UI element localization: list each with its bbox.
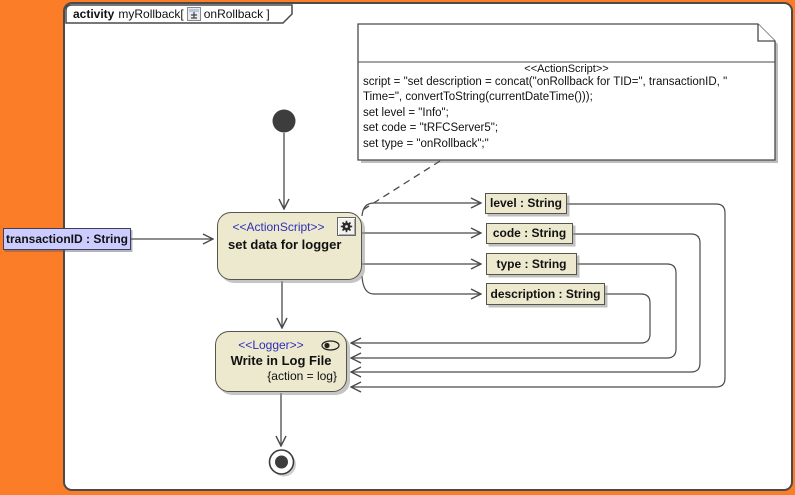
edge-action-to-description[interactable] bbox=[361, 275, 481, 294]
pin-label: description : String bbox=[490, 287, 601, 301]
logger-node-constraint: {action = log} bbox=[267, 369, 337, 383]
action-node-write-in-log-file[interactable]: <<Logger>> Write in Log File {action = l… bbox=[215, 331, 347, 392]
output-pin-description[interactable]: description : String bbox=[486, 283, 605, 305]
edge-action-to-level[interactable] bbox=[361, 203, 481, 217]
note-body: <<ActionScript>> script = "set descripti… bbox=[359, 63, 774, 152]
note-script-line: set type = "onRollback";" bbox=[363, 137, 489, 150]
note-script-line: script = "set description = concat("onRo… bbox=[363, 76, 728, 88]
edge-type-to-logger[interactable] bbox=[351, 263, 677, 358]
logger-node-name: Write in Log File bbox=[230, 353, 332, 368]
frame-diagram-name: onRollback ] bbox=[203, 6, 270, 21]
edge-level-to-logger[interactable] bbox=[351, 203, 726, 387]
action-node-stereotype: <<ActionScript>> bbox=[232, 220, 325, 234]
input-pin-label: transactionID : String bbox=[5, 232, 128, 246]
edge-code-to-logger[interactable] bbox=[351, 233, 701, 372]
edge-description-to-logger[interactable] bbox=[351, 293, 651, 343]
output-pin-level[interactable]: level : String bbox=[485, 193, 567, 214]
frame-title: activity myRollback[ onRollback ] bbox=[73, 6, 270, 21]
output-pin-type[interactable]: type : String bbox=[486, 253, 577, 275]
note-fold-corner bbox=[757, 24, 775, 42]
output-pin-code[interactable]: code : String bbox=[486, 223, 573, 244]
action-node-set-data-for-logger[interactable]: <<ActionScript>> set data for logger bbox=[217, 212, 362, 280]
pin-label: code : String bbox=[492, 226, 567, 240]
action-node-name: set data for logger bbox=[228, 237, 342, 252]
activity-diagram-icon bbox=[186, 6, 201, 21]
frame-keyword: activity bbox=[73, 6, 115, 21]
pin-label: level : String bbox=[489, 196, 563, 210]
final-node[interactable] bbox=[268, 449, 297, 477]
note-shape[interactable] bbox=[357, 23, 778, 163]
frame-activity-name: myRollback[ bbox=[118, 6, 184, 21]
pin-label: type : String bbox=[496, 257, 567, 271]
logger-node-stereotype: <<Logger>> bbox=[238, 338, 304, 352]
input-pin-transactionid[interactable]: transactionID : String bbox=[3, 228, 131, 250]
note-script-line: Time=", convertToString(currentDateTime(… bbox=[363, 91, 593, 104]
note-stereotype: <<ActionScript>> bbox=[524, 63, 609, 75]
note-script-line: set level = "Info"; bbox=[363, 106, 449, 119]
logger-pill-icon bbox=[321, 340, 340, 351]
frame-title-tab[interactable] bbox=[65, 4, 293, 24]
initial-node[interactable] bbox=[272, 109, 296, 133]
note-script-line: set code = "tRFCServer5"; bbox=[363, 122, 499, 135]
script-gear-icon[interactable] bbox=[337, 217, 356, 236]
